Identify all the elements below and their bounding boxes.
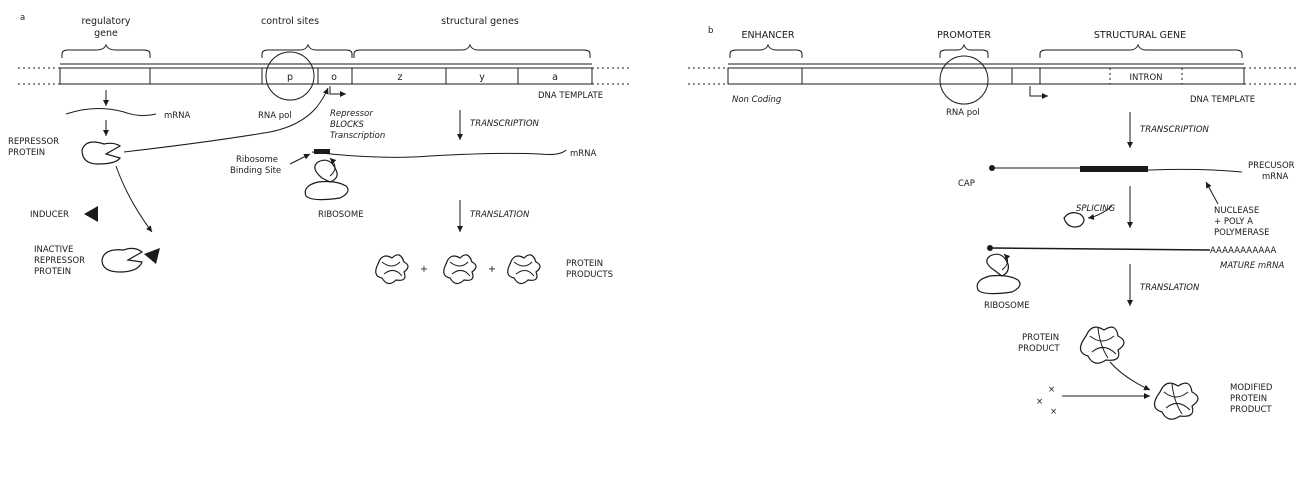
label-inactive-repressor-3: PROTEIN	[34, 267, 71, 277]
label-poly-a: AAAAAAAAAAA	[1210, 246, 1277, 256]
label-inactive-repressor-2: REPRESSOR	[34, 256, 85, 266]
label-mrna-structural: mRNA	[570, 149, 597, 159]
label-structural-gene: STRUCTURAL GENE	[1094, 30, 1186, 41]
label-translation-a: TRANSLATION	[470, 210, 530, 220]
label-dna-template-a: DNA TEMPLATE	[538, 91, 603, 101]
protein-product-blob	[1079, 326, 1125, 364]
modified-protein-blob	[1153, 382, 1199, 420]
label-ribosome-b: RIBOSOME	[984, 301, 1030, 311]
label-repressor-blocks-1: Repressor	[330, 109, 373, 119]
label-splicing: SPLICING	[1076, 204, 1116, 214]
label-protein-product-2: PRODUCT	[1018, 344, 1060, 354]
label-ribosome-binding-1: Ribosome	[236, 155, 278, 165]
label-repressor-blocks-3: Transcription	[330, 131, 385, 141]
label-promoter: PROMOTER	[937, 30, 991, 41]
gene-a: a	[552, 72, 558, 83]
mature-mrna-line	[992, 247, 1211, 251]
panel-b-letter: b	[708, 26, 713, 36]
mrna-wave-structural	[311, 149, 567, 158]
dna-strip-b	[727, 67, 1245, 85]
label-intron: INTRON	[1129, 73, 1162, 83]
label-cap: CAP	[958, 179, 975, 189]
rna-pol-circle-a	[265, 51, 315, 101]
cap-dot-2	[987, 245, 993, 251]
rna-pol-circle-b	[939, 55, 989, 105]
inactive-inducer-shape	[144, 248, 160, 264]
inactive-repressor-shape	[101, 247, 144, 273]
label-nuclease-3: POLYMERASE	[1214, 228, 1269, 238]
label-repressor-protein-2: PROTEIN	[8, 148, 45, 158]
gene-z: z	[398, 72, 403, 83]
label-repressor-blocks-2: BLOCKS	[330, 120, 365, 130]
label-non-coding: Non Coding	[732, 95, 782, 105]
ribosome-shape-b	[986, 253, 1009, 277]
label-protein-products-1: PROTEIN	[566, 259, 603, 269]
plus-2: +	[488, 264, 496, 275]
plus-1: +	[420, 264, 428, 275]
mod-group-1: ×	[1048, 385, 1055, 395]
dna-strip-a	[59, 67, 593, 85]
label-dna-template-b: DNA TEMPLATE	[1190, 95, 1255, 105]
label-repressor-protein-1: REPRESSOR	[8, 137, 59, 147]
precursor-mrna-exon	[1080, 166, 1148, 172]
gene-o: o	[331, 72, 337, 83]
label-transcription-b: TRANSCRIPTION	[1140, 125, 1210, 135]
label-modified-protein-2: PROTEIN	[1230, 394, 1267, 404]
label-mature-mrna: MATURE mRNA	[1220, 261, 1284, 271]
label-ribosome-a: RIBOSOME	[318, 210, 364, 220]
label-modified-protein-1: MODIFIED	[1230, 383, 1273, 393]
mod-group-2: ×	[1036, 397, 1043, 407]
inducer-shape	[84, 206, 98, 222]
label-protein-products-2: PRODUCTS	[566, 270, 613, 280]
panel-a-letter: a	[20, 13, 25, 23]
gene-y: y	[479, 72, 485, 83]
label-inducer: INDUCER	[30, 210, 69, 220]
label-ribosome-binding-2: Binding Site	[230, 166, 281, 176]
label-regulatory-gene-1: regulatory	[81, 16, 130, 27]
bracket-regulatory-gene	[61, 43, 151, 58]
label-nuclease-2: + POLY A	[1214, 217, 1253, 227]
bracket-control-sites	[261, 43, 353, 58]
protein-blob-1	[375, 254, 409, 285]
label-mrna-regulatory: mRNA	[164, 111, 191, 121]
mod-group-3: ×	[1050, 407, 1057, 417]
bracket-structural-gene	[1039, 43, 1243, 58]
bracket-enhancer	[729, 43, 803, 58]
label-translation-b: TRANSLATION	[1140, 283, 1200, 293]
label-rna-pol-b: RNA pol	[946, 108, 980, 118]
gene-p: p	[287, 72, 293, 83]
bracket-structural-genes	[353, 43, 591, 58]
panel-a: a regulatory gene control sites structur…	[8, 13, 632, 285]
label-structural-genes: structural genes	[441, 16, 519, 27]
label-inactive-repressor-1: INACTIVE	[34, 245, 73, 255]
label-regulatory-gene-2: gene	[94, 28, 118, 39]
mrna-wave-regulatory	[65, 108, 157, 117]
panel-b: b ENHANCER PROMOTER STRUCTURAL GENE INTR…	[688, 26, 1296, 420]
label-precursor-mrna-2: mRNA	[1262, 172, 1289, 182]
label-protein-product-1: PROTEIN	[1022, 333, 1059, 343]
bracket-promoter	[939, 43, 989, 58]
label-nuclease-1: NUCLEASE	[1214, 206, 1259, 216]
label-control-sites: control sites	[261, 16, 319, 27]
excised-intron-loop	[1063, 212, 1085, 228]
label-transcription-a: TRANSCRIPTION	[470, 119, 540, 129]
label-precursor-mrna-1: PRECUSOR	[1248, 161, 1295, 171]
protein-blob-3	[507, 254, 541, 285]
label-enhancer: ENHANCER	[741, 30, 794, 41]
label-modified-protein-3: PRODUCT	[1230, 405, 1272, 415]
ribosome-shape-a	[314, 159, 338, 183]
repressor-protein-shape	[81, 141, 122, 165]
cap-dot-1	[989, 165, 995, 171]
protein-blob-2	[443, 254, 477, 285]
ribosome-binding-site	[314, 149, 330, 154]
label-rna-pol-a: RNA pol	[258, 111, 292, 121]
